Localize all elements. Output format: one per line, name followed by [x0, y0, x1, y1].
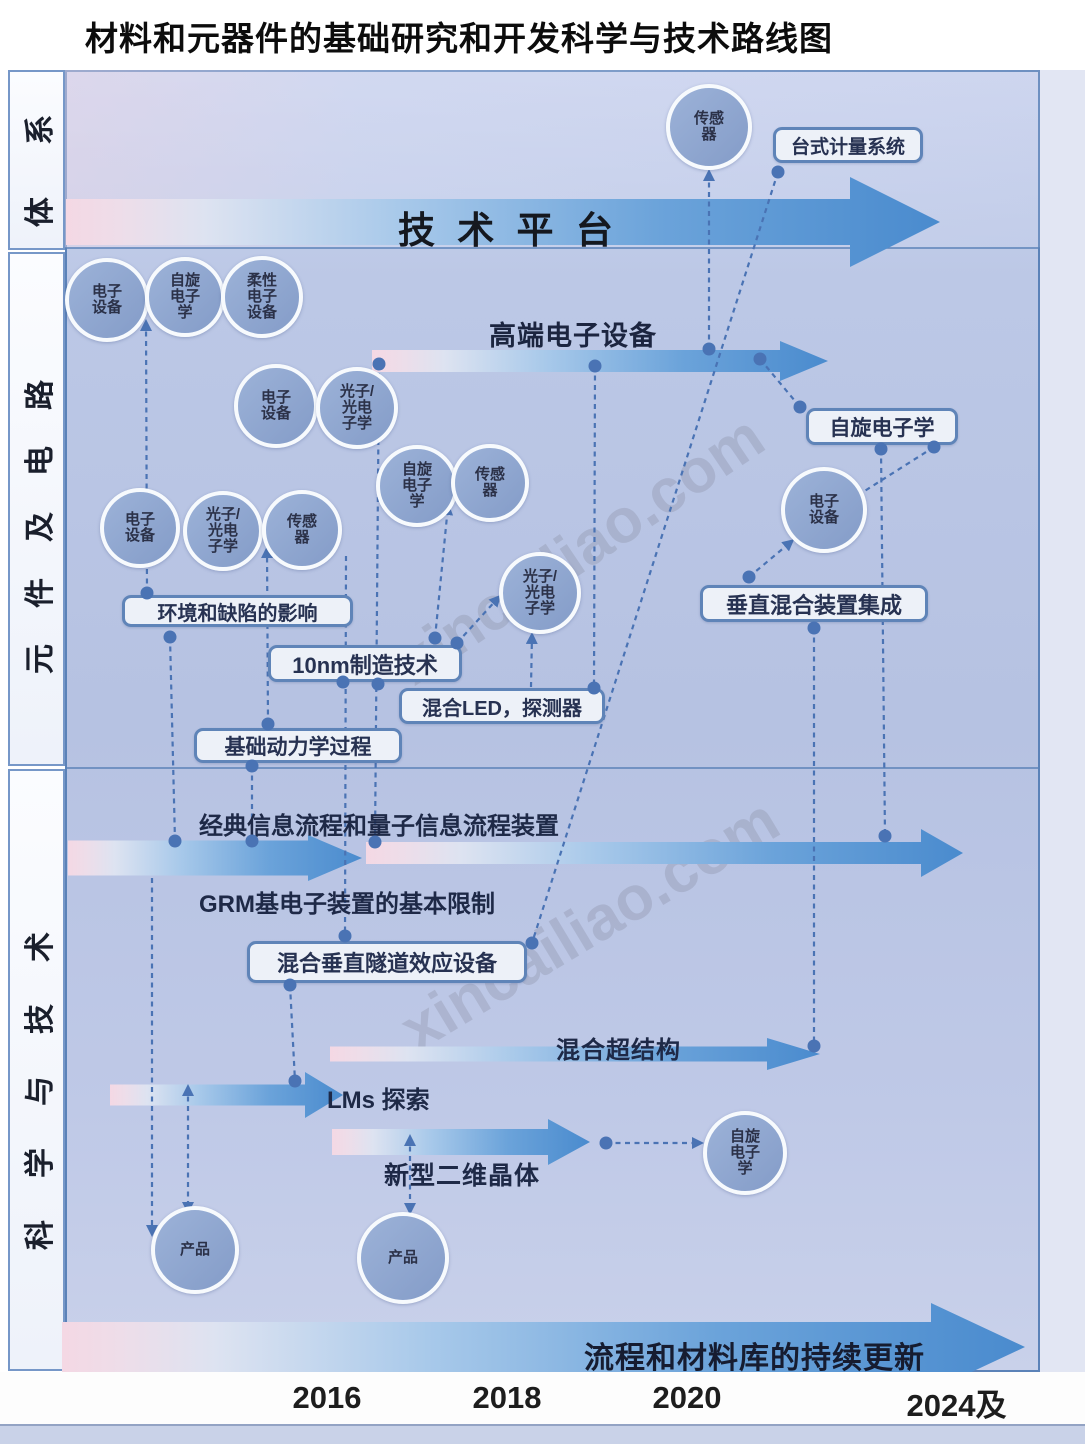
classic-quantum-info-label: 经典信息流程和量子信息流程装置 — [199, 813, 559, 840]
process-library-update-label: 流程和材料库的持续更新 — [584, 1342, 925, 1375]
right-margin — [1040, 70, 1085, 1372]
spintronics-box: 自旋电子学 — [806, 408, 958, 445]
spintronics-node-3: 自旋 电子 学 — [703, 1111, 787, 1195]
hybrid-vertical-tunnel-box: 混合垂直隧道效应设备 — [247, 941, 527, 983]
hybrid-led-detector-box: 混合LED，探测器 — [399, 688, 605, 724]
sidebar-section-label: 体 系 — [23, 92, 57, 228]
timeline-label-2018: 2018 — [472, 1380, 542, 1415]
electronic-device-node-1: 电子 设备 — [65, 258, 149, 342]
electronic-device-node-3: 电子 设备 — [100, 488, 180, 568]
photonics-node-1: 光子/ 光电 子学 — [316, 367, 398, 449]
hybrid-superstructure-label: 混合超结构 — [556, 1037, 681, 1064]
electronic-device-node-4: 电子 设备 — [781, 467, 867, 553]
electronic-device-node-2: 电子 设备 — [234, 364, 318, 448]
sensor-node-2: 传感 器 — [451, 444, 529, 522]
high-end-electronics-label: 高端电子设备 — [489, 321, 657, 351]
page-title: 材料和元器件的基础研究和开发科学与技术路线图 — [85, 20, 833, 57]
sensor-node-3: 传感 器 — [262, 490, 342, 570]
benchtop-metrology-box: 台式计量系统 — [773, 127, 923, 163]
sensor-node-top: 传感 器 — [666, 84, 752, 170]
photonics-node-3: 光子/ 光电 子学 — [499, 552, 581, 634]
tech-platform-label: 技 术 平 台 — [398, 210, 619, 251]
timeline-band — [0, 1372, 1085, 1424]
sidebar-section-2: 科学与技术 — [8, 769, 65, 1371]
bottom-strip — [0, 1424, 1085, 1444]
spintronics-node-1: 自旋 电子 学 — [145, 257, 225, 337]
sidebar-section-label: 科学与技术 — [23, 890, 57, 1250]
vertical-hybrid-integration-box: 垂直混合装置集成 — [700, 585, 928, 622]
environment-defect-box: 环境和缺陷的影响 — [122, 595, 353, 627]
lms-exploration-label: LMs 探索 — [327, 1087, 430, 1114]
fundamental-dynamics-box: 基础动力学过程 — [194, 728, 402, 763]
grm-limit-label: GRM基电子装置的基本限制 — [199, 891, 495, 918]
product-node-2: 产品 — [357, 1212, 449, 1304]
sidebar-section-0: 体 系 — [8, 70, 65, 250]
sidebar-section-label: 元件及电路 — [23, 344, 57, 674]
sidebar-section-1: 元件及电路 — [8, 252, 65, 766]
timeline-label-2020: 2020 — [652, 1380, 722, 1415]
nm10-manufacturing-box: 10nm制造技术 — [268, 645, 462, 682]
new-2d-crystal-label: 新型二维晶体 — [384, 1162, 541, 1190]
spintronics-node-2: 自旋 电子 学 — [376, 445, 458, 527]
flexible-electronics-node: 柔性 电子 设备 — [221, 256, 303, 338]
timeline-label-2016: 2016 — [292, 1380, 362, 1415]
product-node-1: 产品 — [151, 1206, 239, 1294]
photonics-node-2: 光子/ 光电 子学 — [183, 491, 263, 571]
